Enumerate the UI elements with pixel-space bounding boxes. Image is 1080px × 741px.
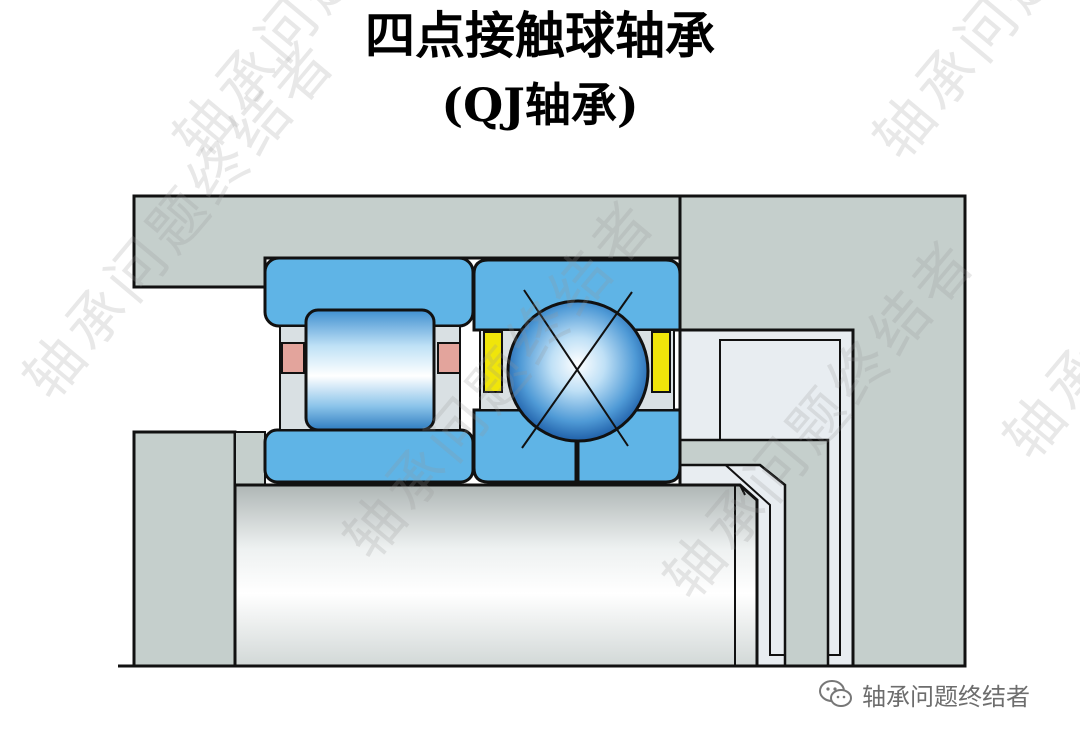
housing-shoulder-left [132,430,237,668]
cylindrical-roller-bearing [263,256,475,484]
source-credit: 轴承问题终结者 [818,676,1030,712]
shaft [233,483,759,668]
housing-step [234,431,266,486]
page-subtitle: (QJ轴承) [441,78,639,132]
clamp-ring [678,438,830,668]
wechat-icon [819,680,852,707]
page-title: 四点接触球轴承 [365,6,715,65]
four-point-contact-ball-bearing [472,258,682,484]
credit-text: 轴承问题终结者 [862,682,1030,711]
